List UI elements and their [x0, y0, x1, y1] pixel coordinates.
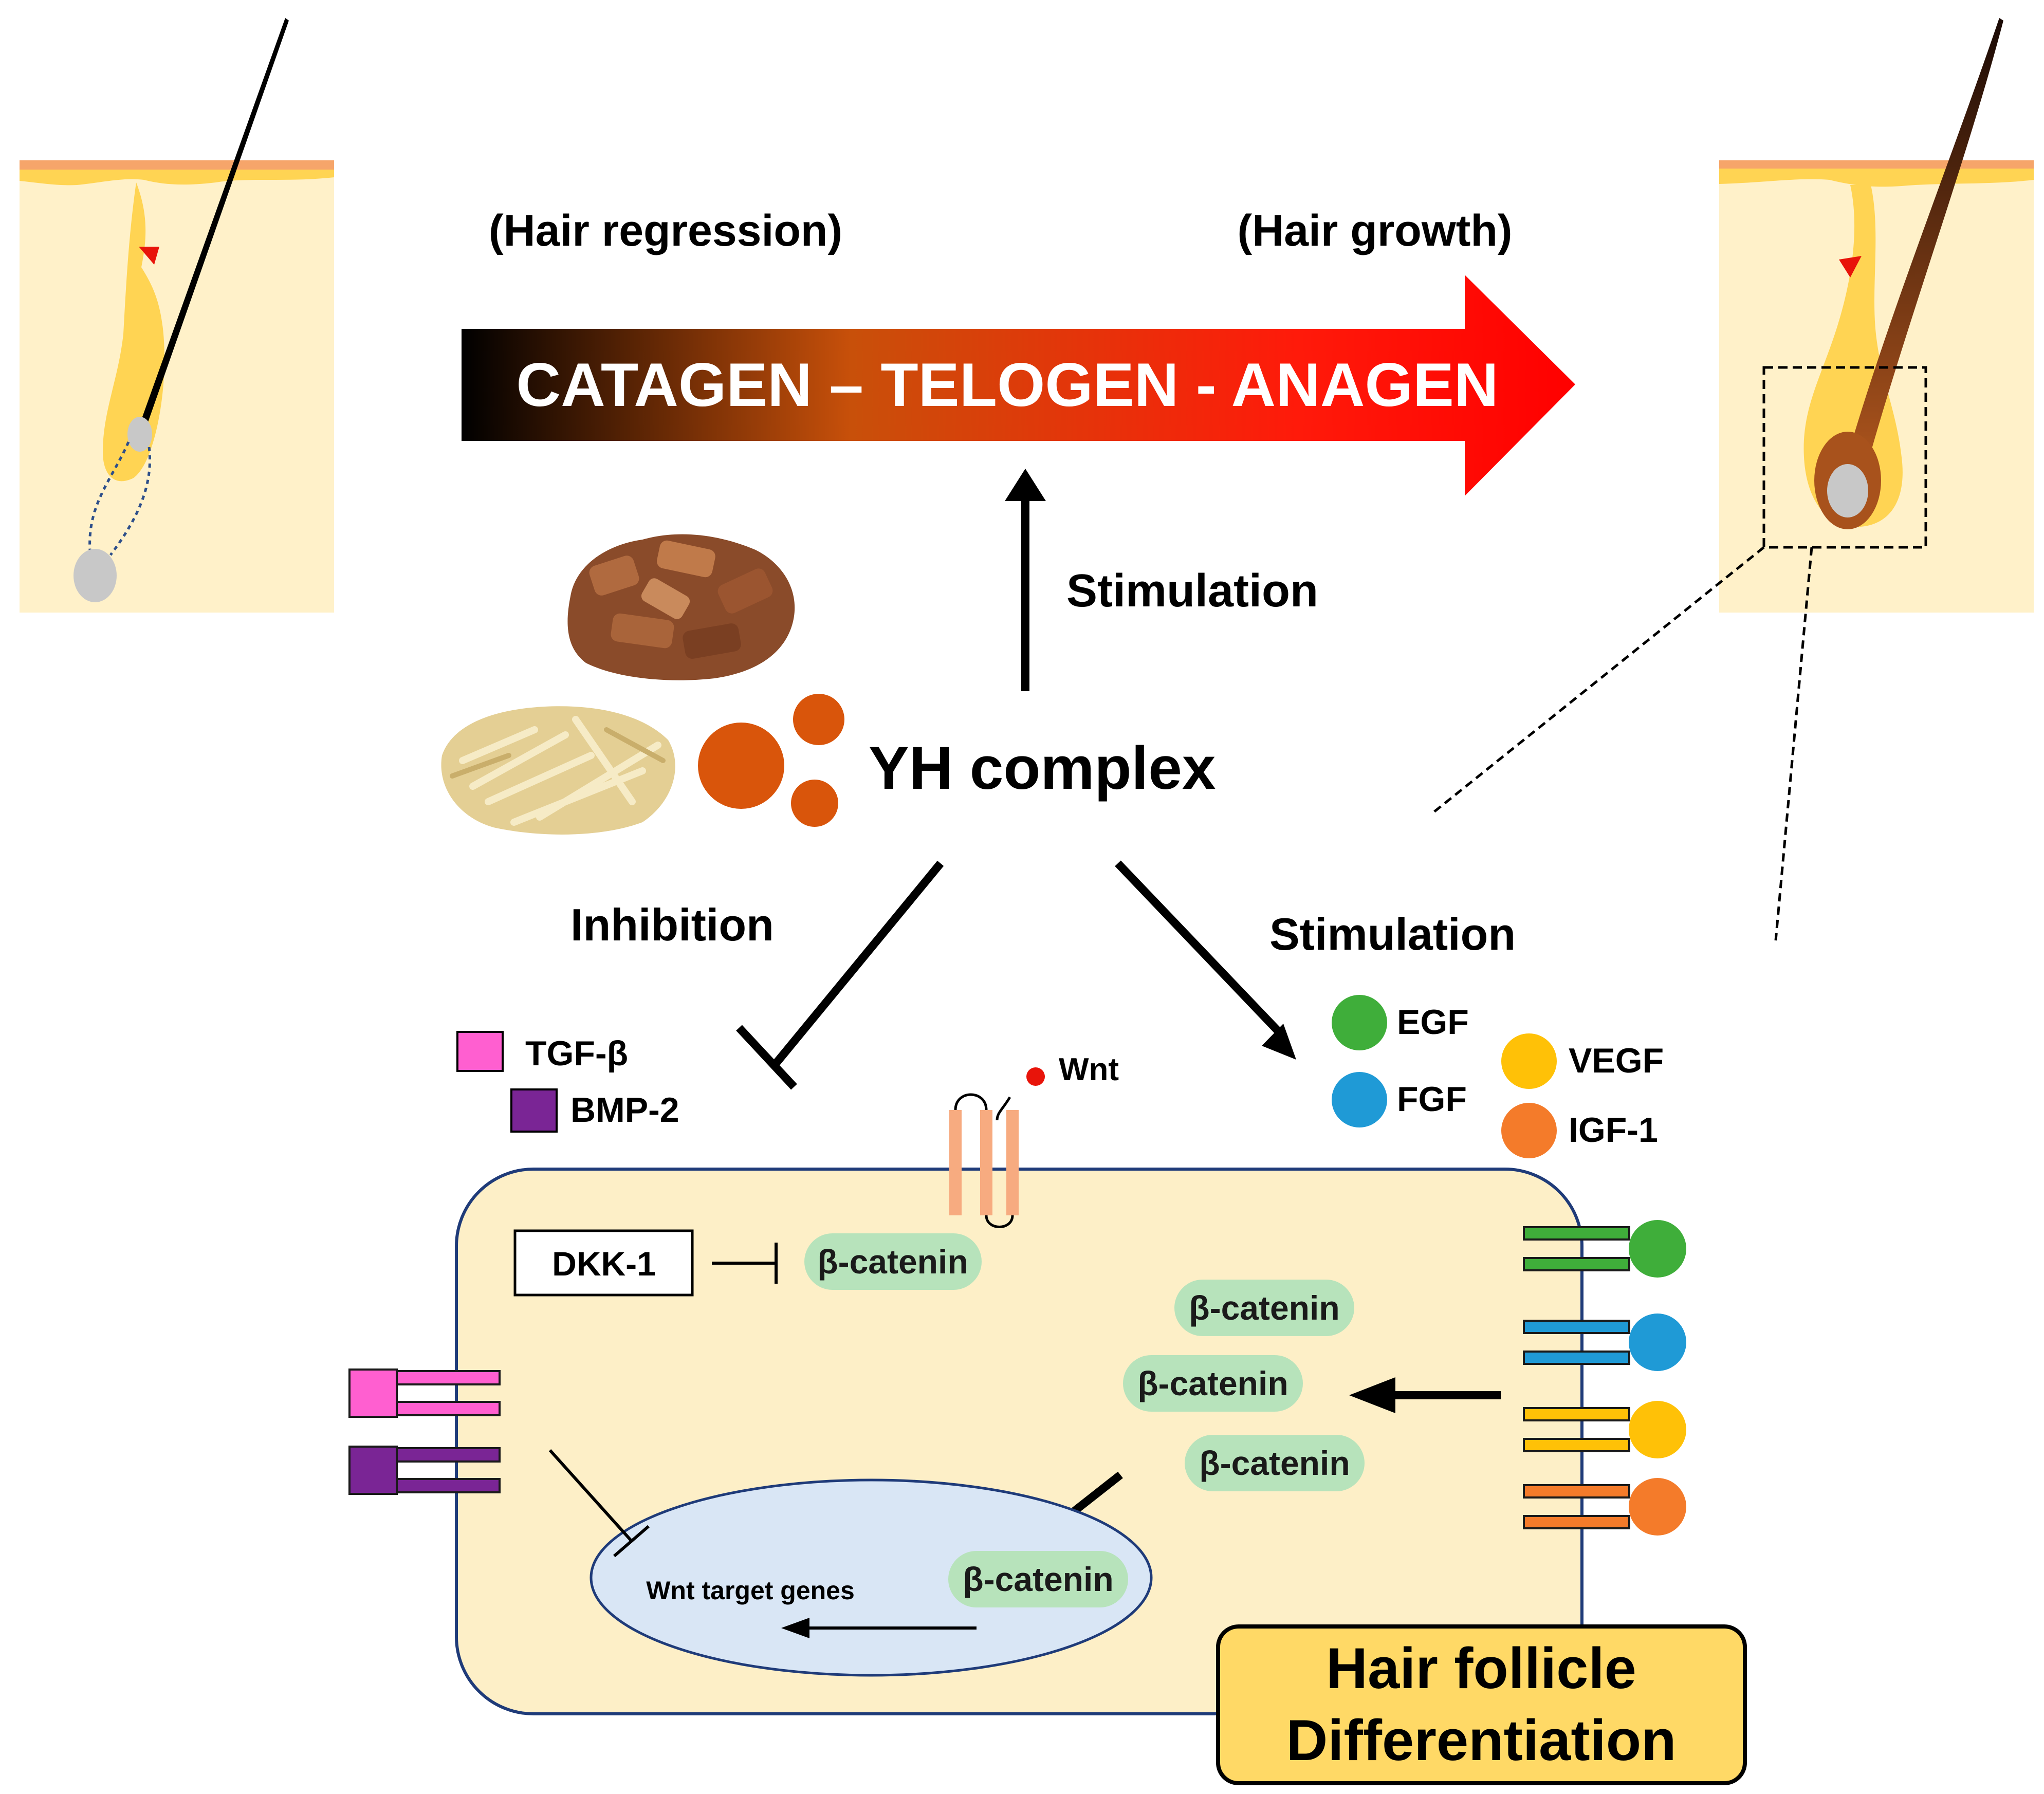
yh-particle-large: [698, 723, 784, 809]
beta-catenin-cytoplasm-1-label: β-catenin: [1189, 1289, 1339, 1327]
wnt-label: Wnt: [1059, 1052, 1119, 1087]
vegf-circle: [1501, 1033, 1557, 1089]
bmp-2-receptor: [348, 1446, 501, 1495]
regression-label: (Hair regression): [489, 206, 842, 255]
left-follicle-illustration: [20, 18, 334, 613]
left-hair-shaft: [140, 18, 289, 427]
right-skin-surface: [1719, 160, 2034, 169]
growth-label: (Hair growth): [1237, 206, 1512, 255]
result-line-1: Hair follicle: [1326, 1636, 1636, 1700]
bmp-2-square: [510, 1088, 558, 1133]
beta-catenin-cytoplasm-2-label: β-catenin: [1137, 1364, 1288, 1402]
left-club-bulb: [127, 417, 152, 452]
igf-1-label: IGF-1: [1569, 1111, 1658, 1150]
top-stimulation-label: Stimulation: [1066, 565, 1318, 617]
beta-catenin-membrane-label: β-catenin: [817, 1243, 968, 1281]
receptor-inhibition-line: [548, 1449, 634, 1543]
beta-catenin-cytoplasm-3-label: β-catenin: [1199, 1444, 1350, 1482]
transcription-arrowhead: [781, 1618, 809, 1638]
right-dermal-papilla: [1827, 464, 1868, 517]
receptor-inhibition-bar: [613, 1525, 650, 1558]
left-dermal-papilla: [73, 549, 117, 602]
yh-particle-top: [793, 694, 844, 745]
left-skin-surface: [20, 160, 334, 170]
beta-catenin-cytoplasm-2: [1123, 1355, 1303, 1412]
right-follicle-illustration: [1433, 18, 2034, 941]
igf-1-receptor: [1523, 1478, 1686, 1536]
beta-catenin-cytoplasm-1: [1174, 1280, 1354, 1336]
nucleus: [590, 1478, 1153, 1677]
igf-1-circle: [1501, 1103, 1557, 1158]
right-stimulation-line: [1115, 860, 1285, 1039]
right-stimulation-label: Stimulation: [1269, 909, 1516, 959]
yh-particle-bottom: [791, 780, 838, 827]
wnt-tether: [996, 1096, 1011, 1121]
beta-catenin-nucleus: [948, 1551, 1128, 1607]
beta-catenin-nucleus-label: β-catenin: [963, 1560, 1113, 1598]
inhibition-bar: [736, 1025, 797, 1090]
wnt-ligand-dot: [1026, 1067, 1045, 1086]
bmp-2-label: BMP-2: [570, 1090, 679, 1130]
fgf-label: FGF: [1397, 1080, 1467, 1119]
frizzled-receptor: [949, 1093, 1019, 1228]
right-hair-shaft: [1850, 18, 2003, 452]
egf-receptor: [1523, 1220, 1686, 1278]
left-arrector-muscle: [139, 247, 159, 265]
stimulation-up-arrow-head: [1005, 469, 1046, 501]
tgf-beta-receptor: [348, 1368, 501, 1418]
right-stimulation-arrowhead: [1262, 1024, 1296, 1060]
vegf-receptor: [1523, 1401, 1686, 1458]
zoom-line-left: [1433, 546, 1765, 813]
dkk-1-label: DKK-1: [552, 1245, 656, 1283]
hair-cycle-arrow: [462, 275, 1575, 496]
hair-follicle-differentiation-box: [1216, 1624, 1747, 1785]
vegf-label: VEGF: [1569, 1041, 1664, 1080]
fgf-receptor: [1523, 1314, 1686, 1371]
zoom-box: [1762, 366, 1927, 549]
beta-catenin-cytoplasm-3: [1185, 1435, 1365, 1491]
yh-complex-label: YH complex: [869, 734, 1216, 802]
result-line-2: Differentiation: [1286, 1708, 1676, 1772]
inhibition-label: Inhibition: [570, 899, 774, 950]
egf-label: EGF: [1397, 1003, 1469, 1042]
receptor-to-catenin-arrowhead: [1349, 1377, 1395, 1413]
tgf-beta-label: TGF-β: [525, 1034, 628, 1073]
fgf-circle: [1332, 1072, 1387, 1127]
cinnamon-bark-image: [567, 534, 795, 680]
left-skin-block: [20, 160, 334, 613]
egf-circle: [1332, 995, 1387, 1050]
left-dashed-connection: [88, 441, 151, 556]
hair-cycle-label: CATAGEN – TELOGEN - ANAGEN: [516, 350, 1498, 419]
dkk-1-box: [513, 1229, 694, 1297]
wnt-target-genes-label: Wnt target genes: [646, 1576, 855, 1605]
right-arrector-muscle: [1839, 256, 1862, 278]
tgf-beta-square: [456, 1031, 504, 1072]
root-slices-image: [441, 706, 675, 835]
beta-catenin-membrane: [804, 1233, 982, 1290]
inhibition-line: [770, 860, 944, 1069]
